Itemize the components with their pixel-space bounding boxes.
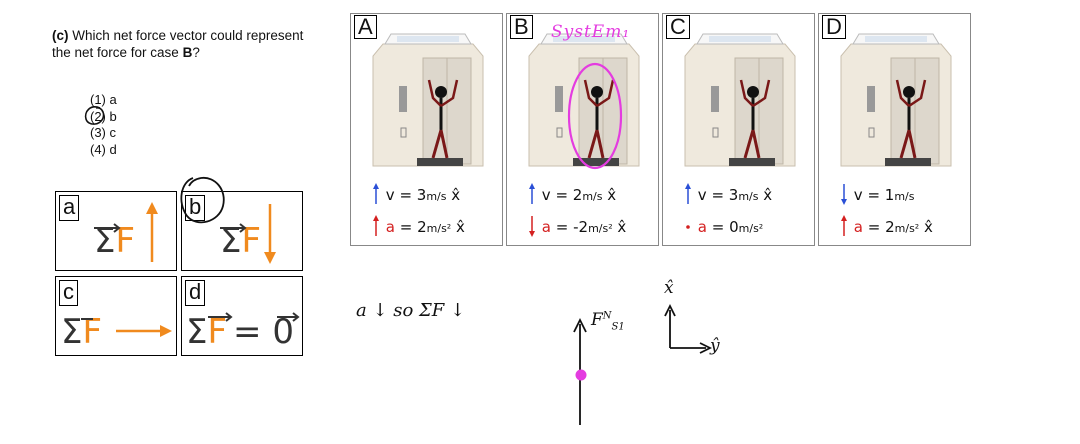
- velocity-line: v = 1m/s: [839, 182, 915, 206]
- acceleration-line: a = 2m/s² x̂: [371, 214, 465, 238]
- elevator-figure-icon: [372, 33, 484, 167]
- force-box-b[interactable]: b ΣF: [181, 191, 303, 271]
- system-point-icon: [575, 369, 587, 381]
- arrow-up-icon: [373, 215, 379, 236]
- acceleration-line: a = 2m/s² x̂: [839, 214, 933, 238]
- circle-mark-icon: [180, 177, 225, 224]
- arrow-down-icon: [264, 204, 276, 264]
- arrow-up-icon: [529, 183, 535, 204]
- panel-label: B: [510, 15, 533, 39]
- force-box-label: c: [59, 280, 78, 306]
- elevator-figure-icon: [528, 33, 640, 170]
- option-3[interactable]: (3) c: [90, 125, 116, 140]
- arrow-up-icon: [841, 215, 847, 236]
- vector-arrow-icon: [81, 318, 93, 320]
- question-case: B: [182, 45, 193, 60]
- arrow-down-icon: [529, 216, 535, 237]
- arrow-right-icon: [116, 325, 172, 337]
- axes-icon: [664, 303, 713, 354]
- acceleration-line: a = 0m/s²: [683, 214, 763, 238]
- elevator-panel-b[interactable]: B SystEm₁ v = 2m/s x̂ a = -2m/s² x̂: [506, 13, 659, 246]
- question-text: (c) Which net force vector could represe…: [52, 27, 312, 61]
- force-expression: ΣF: [220, 221, 262, 261]
- acceleration-line: a = -2m/s² x̂: [527, 214, 626, 238]
- vector-arrow-icon: [220, 223, 247, 233]
- system-label: SystEm₁: [551, 22, 631, 42]
- force-label: FNS1: [591, 310, 625, 333]
- elevator-panel-a[interactable]: A v = 3m/s x̂ a = 2m/s² x̂: [350, 13, 503, 246]
- elevator-panel-c[interactable]: C v = 3m/s x̂ a = 0m/s²: [662, 13, 815, 246]
- force-expression: ΣF= 0: [186, 312, 294, 352]
- panel-label: D: [822, 15, 846, 39]
- arrow-up-icon: [146, 202, 158, 262]
- force-expression: ΣF: [94, 221, 136, 261]
- arrow-up-icon: [373, 183, 379, 204]
- question-body: Which net force vector could represent t…: [52, 28, 304, 60]
- force-box-label: a: [59, 195, 80, 221]
- force-box-label: d: [185, 280, 206, 306]
- force-box-label: b: [185, 195, 206, 221]
- question-end: ?: [192, 45, 200, 60]
- axis-x-label: x̂: [664, 278, 674, 298]
- velocity-line: v = 3m/s x̂: [683, 182, 772, 206]
- velocity-line: v = 3m/s x̂: [371, 182, 460, 206]
- circle-mark-icon: [84, 106, 105, 125]
- option-1[interactable]: (1) a: [90, 92, 117, 107]
- vector-arrow-icon: [208, 312, 233, 322]
- handwritten-note: a ↓ so ΣF ↓: [356, 300, 466, 321]
- elevator-figure-icon: [840, 33, 952, 167]
- vector-arrow-icon: [277, 312, 300, 322]
- axis-y-label: ŷ: [710, 336, 720, 356]
- panel-label: C: [666, 15, 690, 39]
- elevator-figure-icon: [684, 33, 796, 167]
- velocity-line: v = 2m/s x̂: [527, 182, 616, 206]
- answer-options: (1) a (2) b (3) c (4) d: [90, 92, 117, 158]
- force-box-d[interactable]: d ΣF= 0: [181, 276, 303, 356]
- vector-arrow-icon: [94, 223, 121, 233]
- force-expression: ΣF: [61, 312, 103, 352]
- force-box-c[interactable]: c ΣF: [55, 276, 177, 356]
- arrow-down-icon: [841, 184, 847, 205]
- elevator-panel-d[interactable]: D v = 1m/s a = 2m/s² x̂: [818, 13, 971, 246]
- question-label: (c): [52, 28, 69, 43]
- arrow-up-icon: [685, 183, 691, 204]
- force-box-a[interactable]: a ΣF: [55, 191, 177, 271]
- panel-label: A: [354, 15, 377, 39]
- option-4[interactable]: (4) d: [90, 141, 117, 157]
- dot-icon: [686, 225, 690, 229]
